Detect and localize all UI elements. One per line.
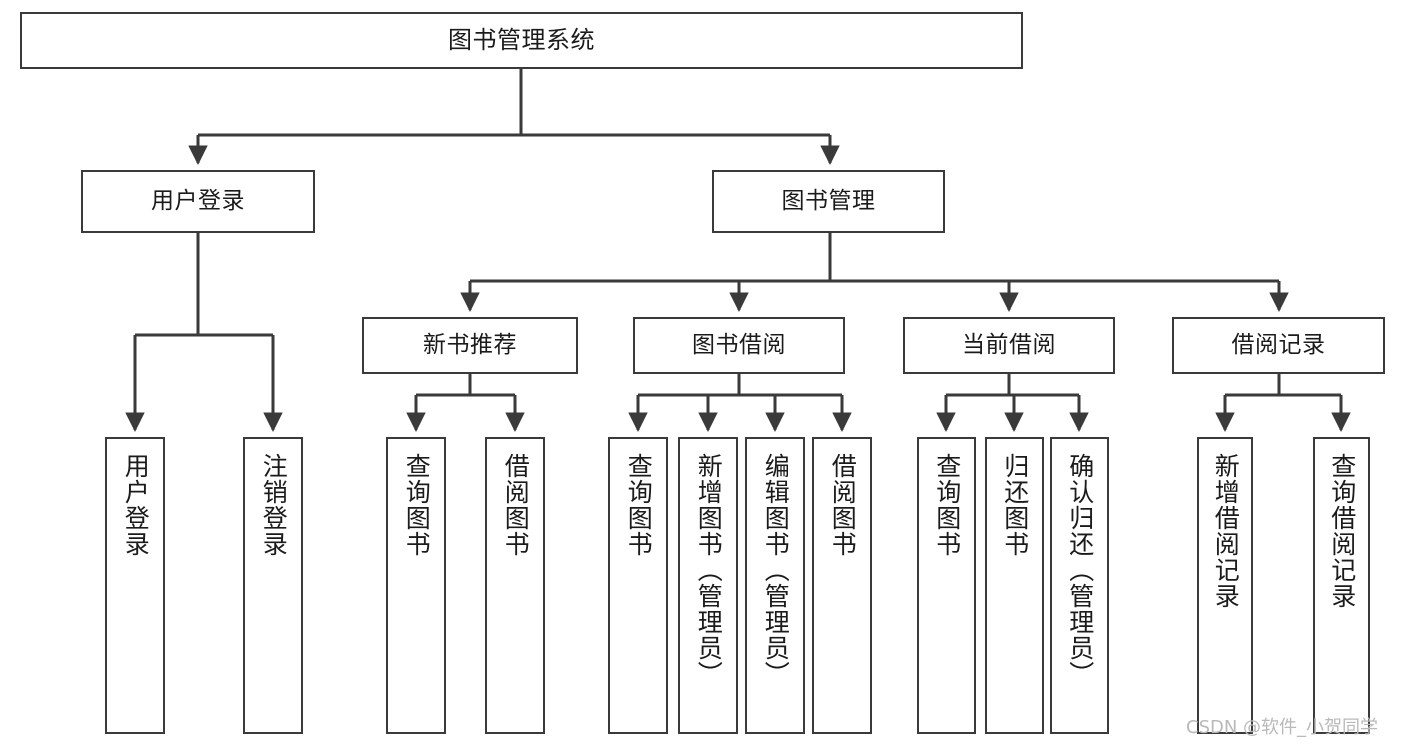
node-borrow-record[interactable]: 借阅记录 bbox=[1172, 317, 1385, 374]
leaf-lend-book[interactable]: 借阅图书 bbox=[812, 437, 872, 734]
leaf-confirm-return-admin[interactable]: 确认归还（管理员） bbox=[1050, 437, 1109, 734]
node-user-login[interactable]: 用户登录 bbox=[81, 170, 315, 233]
leaf-borrow-book-recommend[interactable]: 借阅图书 bbox=[485, 437, 545, 734]
node-current-borrow-label: 当前借阅 bbox=[962, 331, 1056, 358]
node-root[interactable]: 图书管理系统 bbox=[20, 12, 1023, 69]
leaf-logout[interactable]: 注销登录 bbox=[243, 437, 303, 734]
node-book-borrow-label: 图书借阅 bbox=[692, 331, 786, 358]
leaf-add-book-admin-label: 新增图书（管理员） bbox=[694, 453, 724, 687]
node-book-borrow[interactable]: 图书借阅 bbox=[633, 317, 845, 374]
node-book-management-label: 图书管理 bbox=[781, 187, 876, 214]
leaf-query-book-current-label: 查询图书 bbox=[932, 453, 962, 557]
node-current-borrow[interactable]: 当前借阅 bbox=[903, 317, 1115, 374]
leaf-user-login[interactable]: 用户登录 bbox=[105, 437, 165, 734]
leaf-query-borrow-record[interactable]: 查询借阅记录 bbox=[1313, 437, 1370, 734]
leaf-query-book-borrow-label: 查询图书 bbox=[624, 453, 654, 557]
node-book-management[interactable]: 图书管理 bbox=[712, 170, 945, 233]
node-borrow-record-label: 借阅记录 bbox=[1231, 331, 1326, 358]
node-root-label: 图书管理系统 bbox=[448, 26, 595, 55]
leaf-lend-book-label: 借阅图书 bbox=[828, 453, 858, 557]
leaf-add-borrow-record-label: 新增借阅记录 bbox=[1211, 453, 1241, 609]
leaf-add-borrow-record[interactable]: 新增借阅记录 bbox=[1197, 437, 1253, 734]
leaf-edit-book-admin[interactable]: 编辑图书（管理员） bbox=[745, 437, 805, 734]
leaf-return-book-label: 归还图书 bbox=[1000, 453, 1030, 557]
node-new-book-recommend-label: 新书推荐 bbox=[423, 331, 517, 358]
leaf-add-book-admin[interactable]: 新增图书（管理员） bbox=[678, 437, 738, 734]
node-new-book-recommend[interactable]: 新书推荐 bbox=[362, 317, 578, 374]
leaf-borrow-book-recommend-label: 借阅图书 bbox=[501, 453, 531, 557]
leaf-query-book-recommend-label: 查询图书 bbox=[402, 453, 432, 557]
leaf-return-book[interactable]: 归还图书 bbox=[985, 437, 1044, 734]
leaf-query-book-recommend[interactable]: 查询图书 bbox=[386, 437, 446, 734]
csdn-watermark: CSDN @软件_小贺同学 bbox=[1186, 717, 1379, 738]
leaf-confirm-return-admin-label: 确认归还（管理员） bbox=[1065, 453, 1095, 687]
leaf-query-borrow-record-label: 查询借阅记录 bbox=[1327, 453, 1357, 609]
leaf-logout-label: 注销登录 bbox=[259, 453, 289, 557]
leaf-query-book-borrow[interactable]: 查询图书 bbox=[608, 437, 668, 734]
leaf-edit-book-admin-label: 编辑图书（管理员） bbox=[761, 453, 791, 687]
leaf-user-login-label: 用户登录 bbox=[121, 453, 151, 557]
node-user-login-label: 用户登录 bbox=[151, 187, 245, 214]
leaf-query-book-current[interactable]: 查询图书 bbox=[917, 437, 976, 734]
